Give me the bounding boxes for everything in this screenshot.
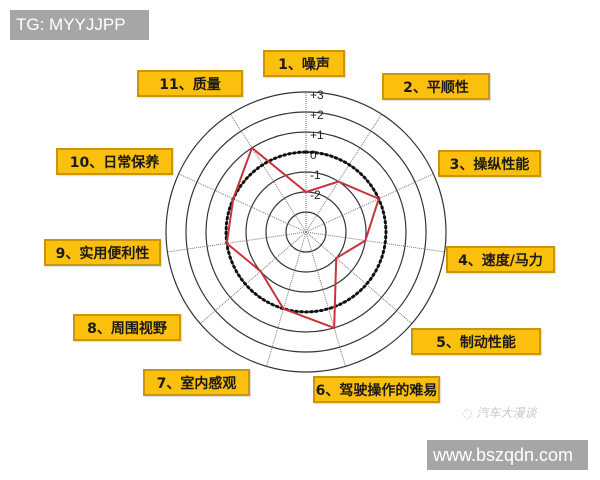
rating-series [225,146,381,330]
axis-label: 8、周围视野 [73,314,181,341]
axis-label: 10、日常保养 [56,148,173,175]
svg-text:+3: +3 [310,88,324,102]
wechat-icon: ◌ [462,406,473,420]
axis-label: 3、操纵性能 [438,150,541,177]
radar-spokes [167,92,445,367]
axis-label: 1、噪声 [263,50,345,77]
svg-text:+2: +2 [310,108,324,122]
axis-label: 9、实用便利性 [44,239,161,266]
radial-tick-labels: +3 +2 +1 0 -1 -2 [310,88,324,202]
site-badge: www.bszqdn.com [427,440,588,470]
svg-text:-1: -1 [310,168,321,182]
axis-label: 2、平顺性 [382,73,490,100]
axis-label: 4、速度/马力 [446,246,555,273]
axis-label: 11、质量 [137,70,243,97]
svg-text:+1: +1 [310,128,324,142]
svg-text:0: 0 [310,148,317,162]
axis-label: 7、室内感观 [143,369,250,396]
tag-badge: TG: MYYJJPP [10,10,149,40]
axis-label: 6、驾驶操作的难易 [313,376,440,403]
svg-text:-2: -2 [310,188,321,202]
axis-label: 5、制动性能 [411,328,541,355]
watermark: ◌ 汽车大漫谈 [462,404,536,421]
watermark-text: 汽车大漫谈 [476,406,537,420]
